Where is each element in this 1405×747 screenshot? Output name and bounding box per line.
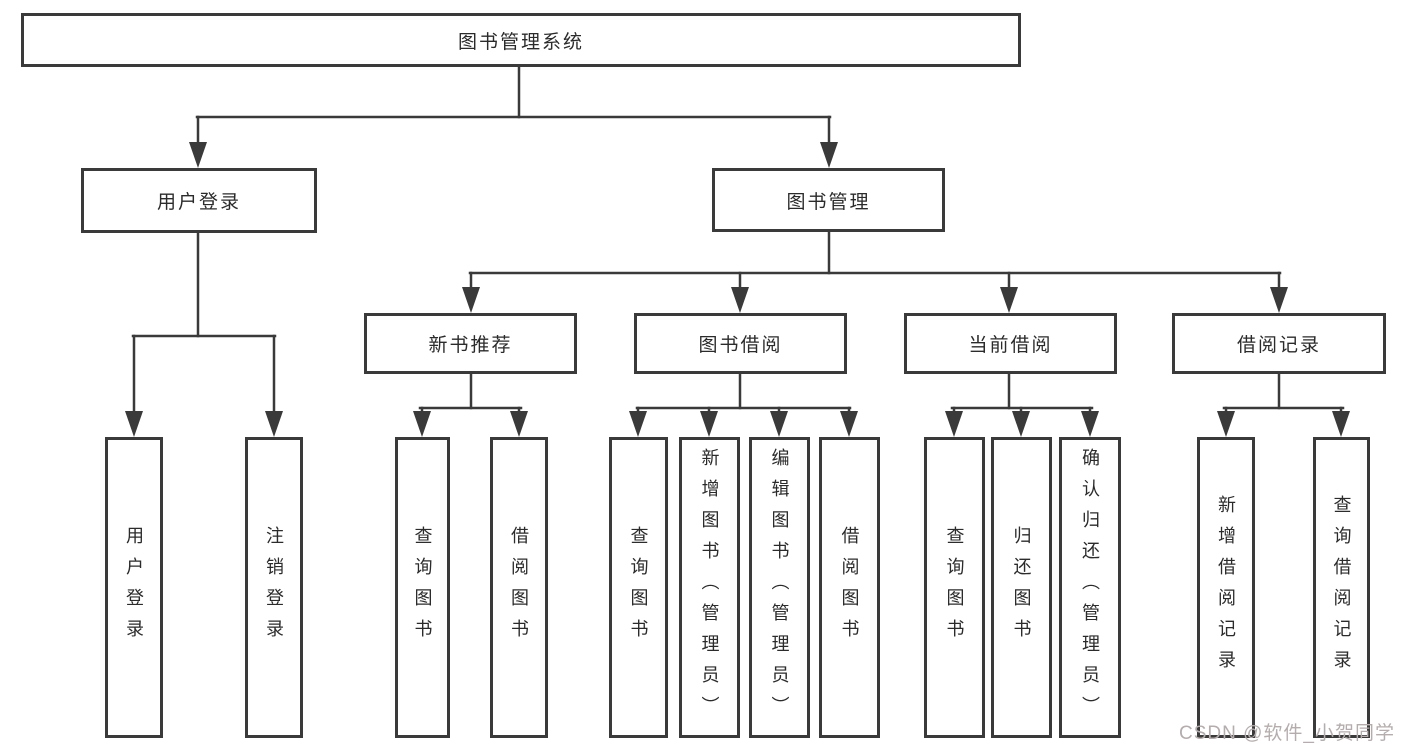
node-current-borrowing-label: 当前借阅 [968,335,1053,356]
arrow-head-icon [820,142,838,168]
leaf-confirm-return-admin: 确认归还（管理员） [1059,437,1121,738]
leaf-query-books-recommend-label: 查询图书 [412,525,433,650]
leaf-add-borrow-record-label: 新增借阅记录 [1216,494,1236,681]
watermark: CSDN @软件_小贺同学 [1179,723,1395,744]
arrow-head-icon [1000,287,1018,313]
leaf-query-books-current-label: 查询图书 [944,525,965,650]
leaf-borrow-books-recommend-label: 借阅图书 [509,525,529,650]
arrow-head-icon [265,411,283,437]
leaf-query-books-borrowing: 查询图书 [609,437,668,738]
leaf-borrow-books-recommend: 借阅图书 [490,437,548,738]
arrow-head-icon [189,142,207,168]
arrow-head-icon [413,411,431,437]
leaf-logout-login: 注销登录 [245,437,303,738]
arrow-head-icon [462,287,480,313]
node-book-borrowing-label: 图书借阅 [698,335,783,356]
leaf-query-borrow-record-label: 查询借阅记录 [1331,494,1352,681]
leaf-user-login-label: 用户登录 [124,525,144,650]
arrow-head-icon [945,411,963,437]
node-new-book-recommend: 新书推荐 [364,313,577,374]
leaf-user-login: 用户登录 [105,437,163,738]
arrow-head-icon [1217,411,1235,437]
arrow-head-icon [770,411,788,437]
arrow-head-icon [629,411,647,437]
leaf-logout-login-label: 注销登录 [264,525,284,650]
leaf-edit-books-admin: 编辑图书（管理员） [749,437,810,738]
leaf-return-books-label: 归还图书 [1011,525,1032,650]
arrow-head-icon [125,411,143,437]
node-borrowing-records-label: 借阅记录 [1236,335,1321,356]
leaf-add-books-admin: 新增图书（管理员） [679,437,740,738]
arrow-head-icon [1012,411,1030,437]
node-current-borrowing: 当前借阅 [904,313,1117,374]
leaf-confirm-return-admin-label: 确认归还（管理员） [1080,448,1100,727]
arrow-head-icon [731,287,749,313]
arrow-head-icon [1270,287,1288,313]
arrow-head-icon [1081,411,1099,437]
arrow-head-icon [840,411,858,437]
node-user-login: 用户登录 [81,168,317,233]
node-borrowing-records: 借阅记录 [1172,313,1386,374]
node-book-management: 图书管理 [712,168,945,232]
leaf-add-borrow-record: 新增借阅记录 [1197,437,1255,738]
leaf-query-borrow-record: 查询借阅记录 [1313,437,1370,738]
node-root-label: 图书管理系统 [457,31,584,53]
leaf-query-books-current: 查询图书 [924,437,985,738]
node-book-management-label: 图书管理 [786,191,871,213]
leaf-query-books-borrowing-label: 查询图书 [628,525,649,650]
node-new-book-recommend-label: 新书推荐 [428,335,513,356]
leaf-borrow-books-borrowing: 借阅图书 [819,437,880,738]
leaf-borrow-books-borrowing-label: 借阅图书 [839,525,860,650]
arrow-head-icon [510,411,528,437]
leaf-query-books-recommend: 查询图书 [395,437,450,738]
leaf-return-books: 归还图书 [991,437,1052,738]
arrow-head-icon [1332,411,1350,437]
node-book-borrowing: 图书借阅 [634,313,847,374]
leaf-edit-books-admin-label: 编辑图书（管理员） [769,448,790,727]
node-user-login-label: 用户登录 [156,192,241,213]
leaf-add-books-admin-label: 新增图书（管理员） [699,448,720,727]
node-root: 图书管理系统 [21,13,1021,67]
arrow-head-icon [700,411,718,437]
